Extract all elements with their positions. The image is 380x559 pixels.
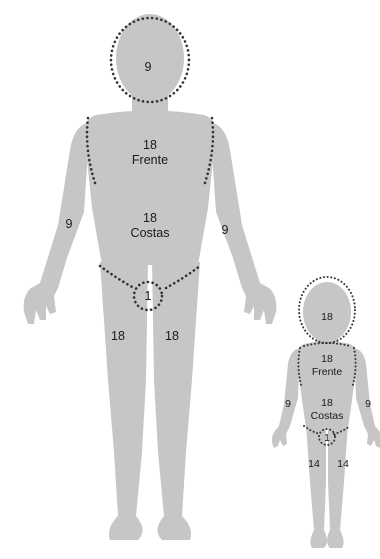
- child-perineum-label: 1: [324, 432, 330, 444]
- adult-chest-label: Frente: [132, 153, 168, 167]
- adult-back-label: Costas: [131, 226, 170, 240]
- child-back-label: Costas: [311, 410, 344, 422]
- adult-perineum-label: 1: [145, 289, 152, 303]
- adult-left-leg-shape: [100, 262, 148, 540]
- child-right-arm-label: 9: [365, 398, 371, 410]
- adult-head-label: 9: [145, 60, 152, 74]
- child-figure: 18 18 Frente 18 Costas 9 9 1 14 14: [272, 277, 380, 548]
- adult-back-value: 18: [143, 211, 157, 225]
- child-left-arm-label: 9: [285, 398, 291, 410]
- adult-torso-shape: [84, 111, 216, 266]
- child-left-leg-label: 14: [308, 458, 320, 470]
- adult-right-arm-label: 9: [222, 223, 229, 237]
- adult-figure: 9 18 Frente 18 Costas 9 9 1 18 18: [24, 14, 277, 540]
- adult-chest-value: 18: [143, 138, 157, 152]
- child-right-leg-shape: [327, 424, 348, 548]
- child-chest-value: 18: [321, 353, 333, 365]
- adult-right-leg-label: 18: [165, 329, 179, 343]
- child-head-label: 18: [321, 311, 333, 323]
- adult-left-arm-shape: [24, 122, 90, 324]
- child-back-value: 18: [321, 397, 333, 409]
- adult-left-arm-label: 9: [66, 217, 73, 231]
- adult-left-leg-label: 18: [111, 329, 125, 343]
- child-chest-label: Frente: [312, 366, 343, 378]
- child-right-leg-label: 14: [337, 458, 349, 470]
- adult-right-arm-shape: [210, 122, 276, 324]
